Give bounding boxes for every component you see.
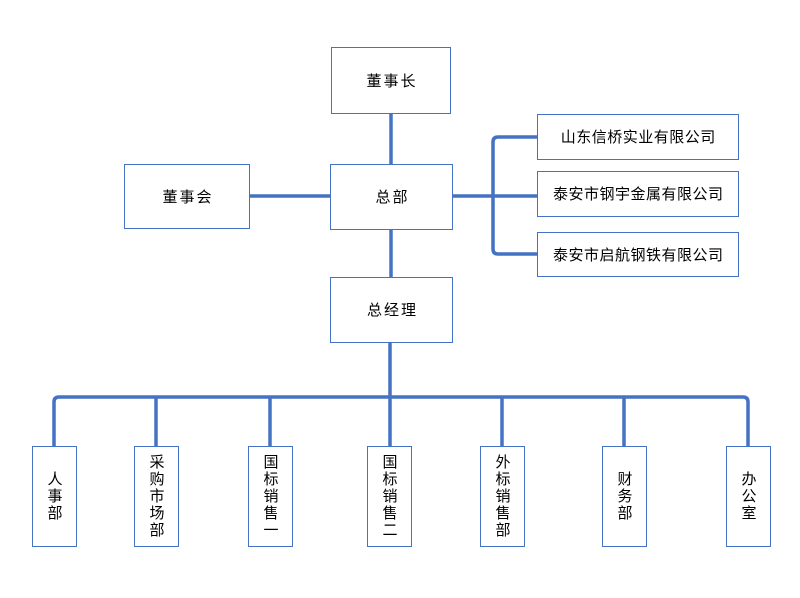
- org-node-board[interactable]: 董事会: [124, 164, 250, 229]
- org-node-label: 董事长: [366, 71, 418, 90]
- org-node-company-qihang[interactable]: 泰安市启航钢铁有限公司: [537, 232, 739, 277]
- org-node-company-xinqiao[interactable]: 山东信桥实业有限公司: [537, 114, 739, 160]
- org-node-label: 采购市场部: [147, 454, 166, 539]
- org-node-dept-procurement[interactable]: 采购市场部: [134, 446, 179, 547]
- connector-companies-bracket: [491, 135, 537, 256]
- org-node-label: 外标销售部: [493, 454, 512, 539]
- org-node-label: 人事部: [45, 471, 64, 522]
- org-node-dept-finance[interactable]: 财务部: [602, 446, 647, 547]
- org-node-dept-external-sales[interactable]: 外标销售部: [480, 446, 525, 547]
- org-node-label: 总部: [375, 188, 410, 206]
- org-node-dept-gb-sales-2[interactable]: 国标销售二: [367, 446, 412, 547]
- org-node-label: 总经理: [366, 301, 418, 319]
- org-node-label: 国标销售二: [380, 454, 399, 539]
- org-node-label: 办公室: [739, 471, 758, 522]
- org-node-dept-gb-sales-1[interactable]: 国标销售一: [248, 446, 293, 547]
- org-node-chairman[interactable]: 董事长: [331, 47, 451, 114]
- org-node-label: 泰安市钢宇金属有限公司: [552, 185, 724, 203]
- org-node-headquarters[interactable]: 总部: [330, 164, 453, 230]
- org-node-label: 泰安市启航钢铁有限公司: [552, 245, 724, 264]
- org-node-label: 山东信桥实业有限公司: [560, 128, 716, 146]
- org-node-company-gangyu[interactable]: 泰安市钢宇金属有限公司: [537, 171, 739, 217]
- org-node-dept-hr[interactable]: 人事部: [32, 446, 77, 547]
- connector-bottom-rail: [52, 395, 750, 446]
- org-node-label: 财务部: [615, 471, 634, 522]
- org-node-label: 董事会: [162, 187, 214, 206]
- org-node-dept-office[interactable]: 办公室: [726, 446, 771, 547]
- org-node-general-manager[interactable]: 总经理: [330, 277, 453, 343]
- org-node-label: 国标销售一: [261, 454, 280, 539]
